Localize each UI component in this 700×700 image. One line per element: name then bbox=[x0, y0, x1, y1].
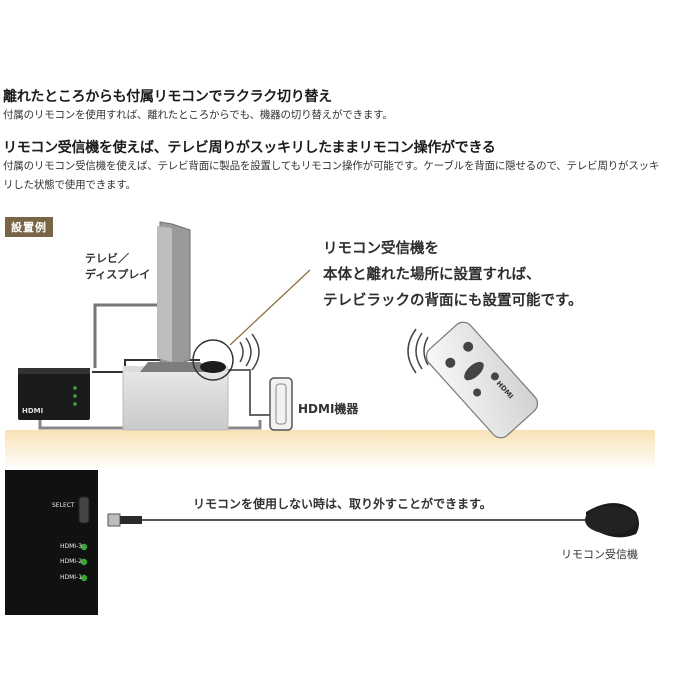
led-hdmi2 bbox=[80, 558, 88, 566]
hdmi1-label: HDMI-1 bbox=[60, 574, 83, 581]
receiver-label: リモコン受信機 bbox=[561, 548, 638, 561]
callout-text: リモコン受信機を 本体と離れた場所に設置すれば、 テレビラックの背面にも設置可能… bbox=[323, 236, 583, 314]
tv-bezel bbox=[157, 226, 172, 362]
signal-wave bbox=[423, 336, 429, 366]
switcher-led bbox=[73, 402, 77, 406]
remote-note: リモコンを使用しない時は、取り外すことができます。 bbox=[193, 497, 492, 511]
select-label: SELECT bbox=[52, 502, 75, 509]
led-hdmi3 bbox=[80, 543, 88, 551]
switcher-box bbox=[18, 368, 90, 420]
hdmi3-label: HDMI-3 bbox=[60, 543, 83, 550]
switcher-led bbox=[73, 386, 77, 390]
select-button bbox=[78, 496, 90, 524]
led-hdmi1 bbox=[80, 574, 88, 582]
hdmi-device bbox=[269, 377, 293, 431]
floor-glow bbox=[5, 430, 655, 470]
receiver-large-body bbox=[585, 506, 637, 534]
cable-hdmi-device bbox=[220, 369, 270, 416]
signal-wave bbox=[407, 328, 417, 374]
tv-label-line2: ディスプレイ bbox=[85, 268, 151, 281]
tv-rack bbox=[122, 369, 229, 431]
switcher-front bbox=[5, 470, 98, 615]
signal-wave bbox=[251, 333, 260, 371]
section1-heading: 離れたところからも付属リモコンでラクラク切り替え bbox=[3, 89, 332, 105]
example-badge: 設置例 bbox=[5, 217, 53, 237]
signal-wave bbox=[415, 332, 423, 370]
hdmi-device-panel bbox=[275, 383, 287, 425]
remote-control bbox=[425, 321, 539, 439]
callout-line2: 本体と離れた場所に設置すれば、 bbox=[323, 267, 541, 283]
hdmi-device-label: HDMI機器 bbox=[298, 402, 359, 416]
signal-wave bbox=[239, 341, 244, 363]
switcher-logo: HDMI bbox=[22, 407, 44, 415]
tv-label-line1: テレビ／ bbox=[85, 252, 129, 265]
section2-body-line2: リした状態で使用できます。 bbox=[3, 179, 136, 191]
signal-wave bbox=[245, 337, 252, 367]
receiver-highlight-circle bbox=[192, 339, 234, 381]
section2-body-line1: 付属のリモコン受信機を使えば、テレビ背面に製品を設置してもリモコン操作が可能です… bbox=[3, 160, 660, 172]
switcher-led bbox=[73, 394, 77, 398]
callout-line bbox=[229, 269, 311, 346]
section2-heading: リモコン受信機を使えば、テレビ周りがスッキリしたままリモコン操作ができる bbox=[3, 140, 496, 156]
section1-body: 付属のリモコンを使用すれば、離れたところからでも、機器の切り替えができます。 bbox=[3, 109, 393, 121]
hdmi2-label: HDMI-2 bbox=[60, 558, 83, 565]
callout-line1: リモコン受信機を bbox=[323, 241, 439, 257]
mini-plug-body bbox=[120, 516, 142, 524]
mini-plug-tip bbox=[107, 513, 121, 527]
receiver-small bbox=[200, 361, 226, 373]
callout-line3: テレビラックの背面にも設置可能です。 bbox=[323, 293, 583, 309]
